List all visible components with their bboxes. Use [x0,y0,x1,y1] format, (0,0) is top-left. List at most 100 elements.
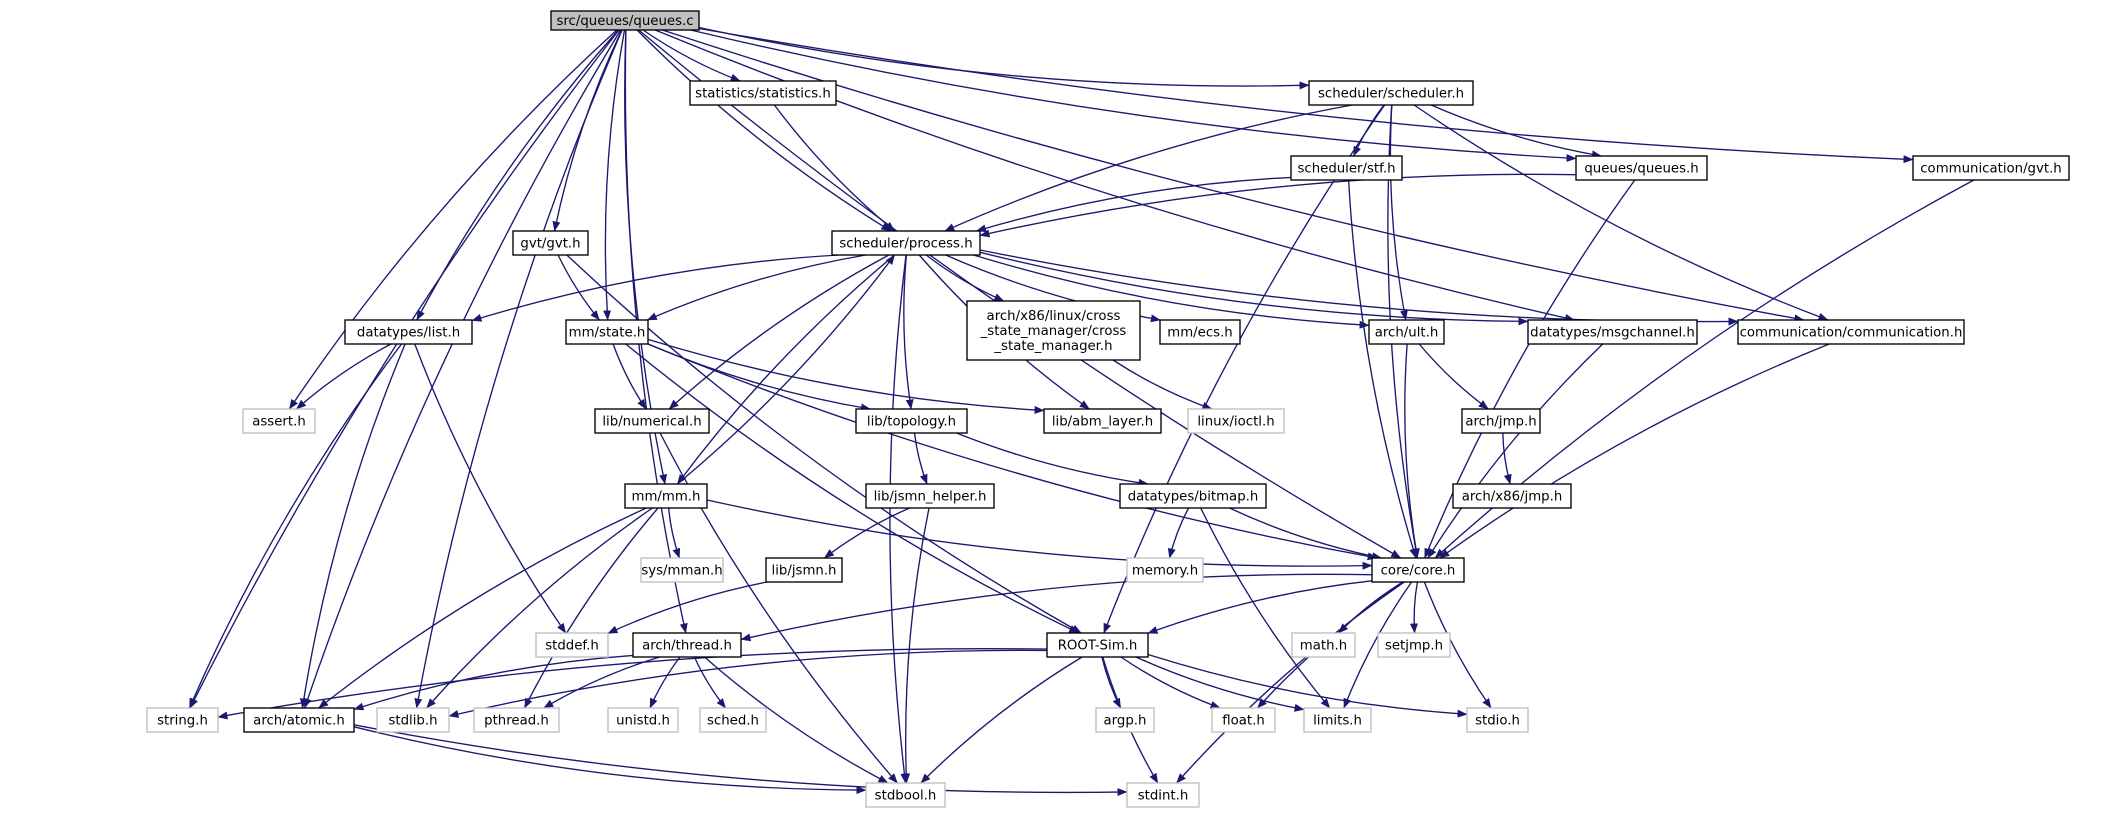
edge-jsmnh-to-stdbool [902,507,930,784]
node-box-stats [689,80,837,106]
node-label-pthread: pthread.h [484,714,549,729]
edge-sched-to-ult [1389,104,1408,321]
edge-mm-to-atomic [318,507,647,709]
node-box-unistd [607,707,679,733]
node-box-float [1211,707,1276,733]
node-box-numerical [594,408,710,434]
node-label-comm: communication/communication.h [1740,326,1963,341]
node-abm[interactable]: lib/abm_layer.h [1043,408,1162,434]
edge-core-to-setjmp [1409,581,1419,634]
edge-queues_c-to-queues_h [690,29,1577,162]
node-state[interactable]: mm/state.h [565,319,649,345]
edge-bitmap-to-memory [1167,507,1190,559]
node-label-ult: arch/ult.h [1375,326,1439,341]
edge-rootsim-to-string [217,647,1048,720]
node-box-queues_c [550,10,700,31]
edge-rootsim-to-stdbool [920,656,1083,784]
node-box-string [146,707,219,733]
edge-stats-to-process [773,104,896,232]
node-label-unistd: unistd.h [616,714,670,729]
node-jsmn[interactable]: lib/jsmn.h [765,557,843,583]
edge-mm-to-stdlib [426,507,653,709]
node-queues_h[interactable]: queues/queues.h [1575,155,1708,181]
node-comm[interactable]: communication/communication.h [1737,319,1965,345]
edge-atomic-to-stdint [353,724,1128,797]
edge-rootsim-to-limits [1135,656,1305,712]
node-msgch[interactable]: datatypes/msgchannel.h [1527,319,1698,345]
node-unistd: unistd.h [607,707,679,733]
node-bitmap[interactable]: datatypes/bitmap.h [1119,483,1267,509]
node-label-bitmap: datatypes/bitmap.h [1128,490,1259,505]
edge-queues_c-to-assert [288,29,618,410]
edge-queues_c-to-stats [642,29,741,82]
node-gvt_comm[interactable]: communication/gvt.h [1912,155,2070,181]
edge-queues_c-to-core [638,29,1402,559]
node-queues_c[interactable]: src/queues/queues.c [550,10,700,31]
edge-process-to-topology [903,254,914,410]
node-list[interactable]: datatypes/list.h [344,319,473,345]
node-thread[interactable]: arch/thread.h [632,632,742,658]
edge-bitmap-to-core [1229,507,1382,561]
node-label-jsmnh: lib/jsmn_helper.h [874,490,987,505]
node-label-math: math.h [1300,639,1347,654]
node-process[interactable]: scheduler/process.h [831,230,981,256]
node-jsmnh[interactable]: lib/jsmn_helper.h [865,483,995,509]
node-box-stdint [1126,782,1200,808]
node-ioctl: linux/ioctl.h [1187,408,1285,434]
node-jmp[interactable]: arch/jmp.h [1461,408,1541,434]
node-numerical[interactable]: lib/numerical.h [594,408,710,434]
edge-queues_c-to-sched [698,26,1310,90]
edge-thread-to-pthread [543,656,660,709]
node-box-mman [640,557,724,583]
node-topology[interactable]: lib/topology.h [855,408,968,434]
node-stats[interactable]: statistics/statistics.h [689,80,837,106]
edge-process-to-state [646,254,866,321]
node-jmp86[interactable]: arch/x86/jmp.h [1452,483,1572,509]
edge-rootsim-to-stdio [1147,653,1468,718]
edge-stf-to-process [976,176,1292,233]
node-box-core [1371,557,1465,583]
node-csm[interactable]: arch/x86/linux/cross_state_manager/cross… [966,300,1141,361]
node-mm[interactable]: mm/mm.h [624,483,708,509]
node-label-queues_h: queues/queues.h [1584,162,1698,177]
node-label-mm: mm/mm.h [632,490,701,505]
node-label-jsmn: lib/jsmn.h [772,564,837,579]
edge-process-to-numerical [668,254,890,410]
node-atomic[interactable]: arch/atomic.h [243,707,355,733]
node-stdint: stdint.h [1126,782,1200,808]
node-core[interactable]: core/core.h [1371,557,1465,583]
edge-process-to-mm [676,254,896,485]
node-label-topology: lib/topology.h [867,415,956,430]
edge-list-to-atomic [299,343,406,709]
node-box-pthread [473,707,560,733]
node-label-float: float.h [1222,714,1265,729]
edge-queues_c-to-list [416,29,619,321]
node-rootsim[interactable]: ROOT-Sim.h [1046,632,1149,658]
node-stf[interactable]: scheduler/stf.h [1290,155,1403,181]
edge-state-to-abm [647,338,1045,414]
node-sched[interactable]: scheduler/scheduler.h [1308,80,1474,106]
node-gvt_gvt[interactable]: gvt/gvt.h [512,230,589,256]
edge-core-to-thread [740,573,1373,642]
node-box-comm [1737,319,1965,345]
edge-topology-to-jsmnh [913,432,928,485]
edge-comm-to-core [1439,343,1830,559]
edge-list-to-assert [296,343,392,410]
node-argp: argp.h [1095,707,1155,733]
node-ecs[interactable]: mm/ecs.h [1159,319,1241,345]
node-label-thread: arch/thread.h [642,639,732,654]
node-label-string: string.h [157,714,208,729]
edge-sched-to-queues_h [1430,104,1602,159]
node-label-csm-line-1: _state_manager/cross [980,324,1127,339]
edge-ult-to-jmp [1418,343,1489,410]
node-ult[interactable]: arch/ult.h [1368,319,1445,345]
node-box-assert [242,408,316,434]
node-box-list [344,319,473,345]
node-label-stdlib: stdlib.h [388,714,437,729]
node-schedh: sched.h [699,707,767,733]
edge-sched-to-rootsim [1103,104,1386,634]
node-label-ioctl: linux/ioctl.h [1197,415,1274,430]
node-label-numerical: lib/numerical.h [602,415,701,430]
node-stdlib: stdlib.h [376,707,450,733]
edge-process-to-list [471,254,839,322]
